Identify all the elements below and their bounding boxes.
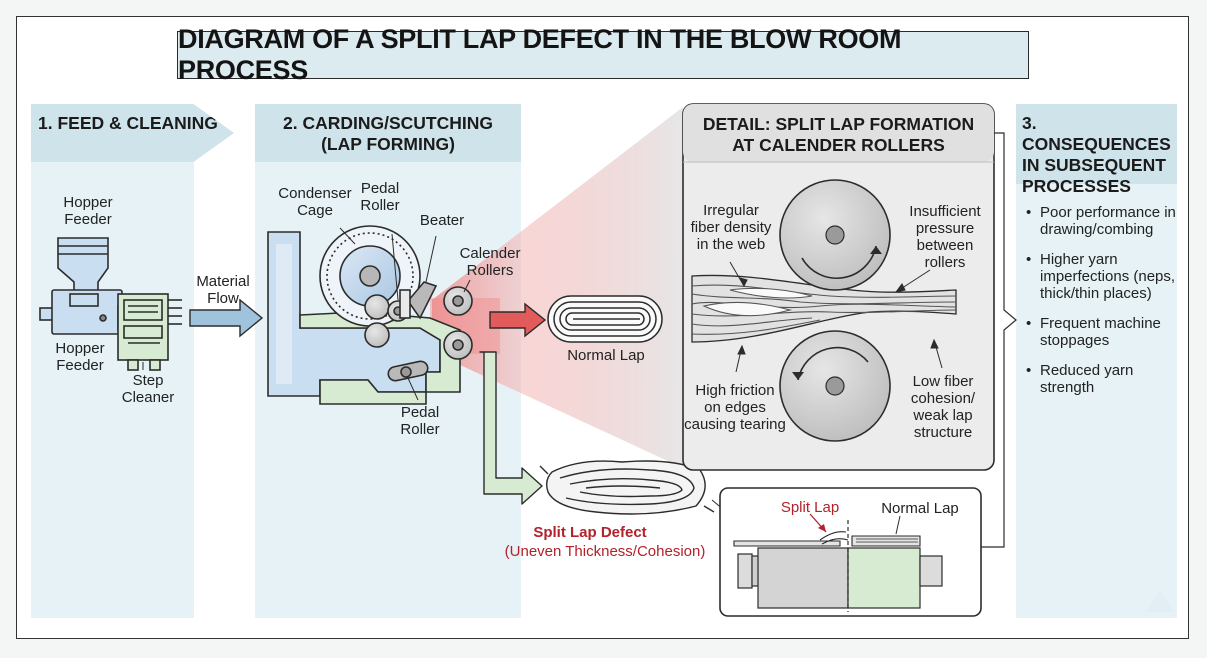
- consequences-header-line3: PROCESSES: [1022, 176, 1131, 196]
- calender-rollers: [443, 286, 473, 360]
- material-flow-label-line1: Material: [196, 273, 250, 290]
- carding-header-line1: 2. CARDING/SCUTCHING: [282, 113, 493, 133]
- insufficient-pressure-label-line1: Insufficient: [909, 203, 981, 220]
- watermark-mark: [1146, 590, 1174, 612]
- pedal-roller-label-top-line1: Pedal: [360, 180, 400, 197]
- calender-rollers-label: Calender Rollers: [450, 245, 530, 279]
- consequences-header: 3. CONSEQUENCES IN SUBSEQUENT PROCESSES: [1016, 104, 1177, 196]
- insufficient-pressure-label-line3: between: [916, 237, 974, 254]
- irregular-fiber-label-line3: in the web: [696, 236, 766, 253]
- insufficient-pressure-label-line4: rollers: [924, 254, 966, 271]
- pedal-roller-label-bottom-line1: Pedal: [400, 404, 440, 421]
- condenser-cage-label-line1: Condenser: [278, 185, 352, 202]
- insufficient-pressure-label: Insufficient pressure between rollers: [900, 203, 990, 271]
- normal-lap-label: Normal Lap: [567, 347, 645, 364]
- material-flow-label: Material Flow: [183, 273, 263, 307]
- split-lap-arrow: [479, 351, 543, 505]
- beater: [399, 281, 438, 320]
- high-friction-label-line1: High friction: [695, 382, 775, 399]
- hopper-feeder-label-top-line1: Hopper: [63, 194, 113, 211]
- hopper-feeder-label-bottom: Hopper Feeder: [40, 340, 120, 374]
- irregular-fiber-label-line2: fiber density: [690, 219, 772, 236]
- hopper-feeder-label-top: Hopper Feeder: [48, 194, 128, 228]
- step-cleaner-label: Step Cleaner: [108, 372, 188, 406]
- irregular-fiber-label: Irregular fiber density in the web: [686, 202, 776, 253]
- step-cleaner-label-line2: Cleaner: [121, 389, 175, 406]
- condenser-cage-label-line2: Cage: [297, 202, 333, 219]
- hopper-feeder-label-bottom-line2: Feeder: [56, 357, 104, 374]
- high-friction-label-line3: causing tearing: [684, 416, 786, 433]
- condenser-cage-label: Condenser Cage: [275, 185, 355, 219]
- consequences-header-line1: 3. CONSEQUENCES: [1022, 113, 1171, 154]
- detail-roller-bottom: [779, 330, 891, 442]
- feed-header: 1. FEED & CLEANING: [31, 104, 234, 162]
- normal-lap-arrow: [489, 302, 547, 338]
- normal-lap: [547, 295, 663, 343]
- high-friction-label-line2: on edges: [704, 399, 766, 416]
- step-cleaner: [117, 293, 182, 371]
- consequences-header-line2: IN SUBSEQUENT: [1022, 155, 1166, 175]
- low-fiber-label: Low fiber cohesion/ weak lap structure: [898, 373, 988, 441]
- high-friction-label: High friction on edges causing tearing: [680, 382, 790, 433]
- split-lap: [539, 460, 715, 515]
- material-flow-label-line2: Flow: [207, 290, 239, 307]
- low-fiber-label-line2: cohesion/: [910, 390, 976, 407]
- carding-header: 2. CARDING/SCUTCHING (LAP FORMING): [255, 104, 521, 162]
- carding-machine: [267, 231, 461, 405]
- inset-box: [719, 487, 982, 617]
- consequence-item: Frequent machine stoppages: [1026, 315, 1186, 349]
- pedal-roller-bottom: [387, 360, 429, 382]
- pedal-roller-label-top: Pedal Roller: [350, 180, 410, 214]
- material-flow-arrow: [189, 298, 264, 338]
- carding-header-line2: (LAP FORMING): [321, 134, 455, 154]
- pedal-roller-label-bottom: Pedal Roller: [390, 404, 450, 438]
- detail-header: DETAIL: SPLIT LAP FORMATION AT CALENDER …: [683, 114, 994, 156]
- split-lap-defect-sublabel: (Uneven Thickness/Cohesion): [504, 543, 706, 560]
- zoom-wedge: [432, 107, 683, 468]
- hopper-feeder: [39, 237, 123, 335]
- connector-bracket: [981, 132, 1017, 548]
- feed-header-text: 1. FEED & CLEANING: [38, 113, 218, 133]
- detail-roller-top: [779, 179, 891, 291]
- pedal-roller-label-bottom-line2: Roller: [400, 421, 440, 438]
- consequences-list: Poor performance in drawing/combing High…: [1026, 204, 1186, 409]
- pedal-rollers-top: [364, 294, 409, 348]
- insufficient-pressure-label-line2: pressure: [915, 220, 975, 237]
- low-fiber-label-line4: structure: [913, 424, 973, 441]
- detail-header-line2: AT CALENDER ROLLERS: [732, 135, 945, 155]
- consequence-item: Higher yarn imperfections (neps, thick/t…: [1026, 251, 1186, 302]
- consequence-item: Poor performance in drawing/combing: [1026, 204, 1186, 238]
- pedal-roller-label-top-line2: Roller: [360, 197, 400, 214]
- detail-fiber-web: [691, 274, 957, 343]
- inset-split-lap-label: Split Lap: [780, 499, 840, 516]
- consequence-item: Reduced yarn strength: [1026, 362, 1186, 396]
- feed-panel: [31, 104, 194, 618]
- detail-header-line1: DETAIL: SPLIT LAP FORMATION: [702, 114, 975, 134]
- irregular-fiber-label-line1: Irregular: [703, 202, 759, 219]
- consequences-panel: [1016, 104, 1177, 618]
- split-lap-defect-label: Split Lap Defect: [533, 524, 647, 541]
- hopper-feeder-label-bottom-line1: Hopper: [55, 340, 105, 357]
- hopper-feeder-label-top-line2: Feeder: [64, 211, 112, 228]
- step-cleaner-label-line1: Step: [132, 372, 164, 389]
- calender-rollers-label-line1: Calender: [459, 245, 521, 262]
- low-fiber-label-line3: weak lap: [913, 407, 973, 424]
- inset-normal-lap-label: Normal Lap: [881, 500, 959, 517]
- beater-label: Beater: [419, 212, 465, 229]
- low-fiber-label-line1: Low fiber: [912, 373, 974, 390]
- calender-rollers-label-line2: Rollers: [466, 262, 514, 279]
